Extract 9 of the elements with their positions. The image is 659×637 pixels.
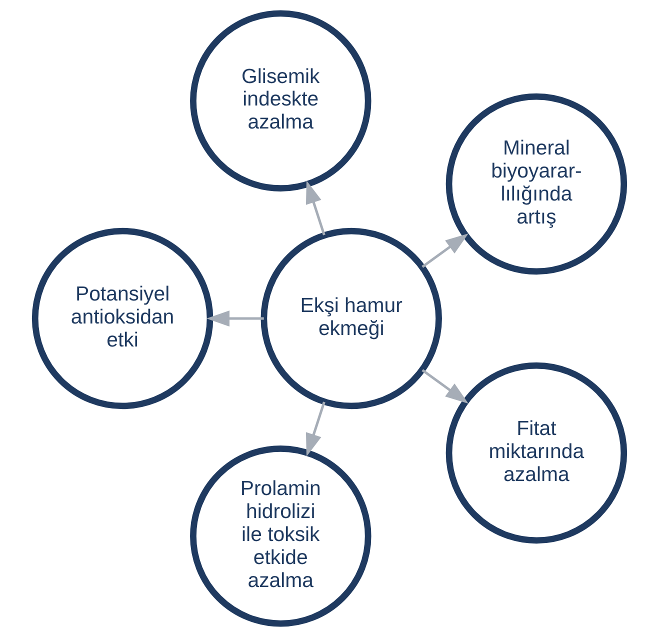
arrow <box>422 233 468 268</box>
node-circle: Ekşi hamur ekmeği <box>260 228 442 410</box>
arrow <box>422 369 468 404</box>
arrow <box>306 180 326 236</box>
arrow <box>306 402 326 456</box>
arrow <box>206 310 264 327</box>
node-circle: Prolamin hidrolizi ile toksik etkide azalma <box>190 445 372 627</box>
node-circle: Glisemik indeskte azalma <box>190 10 372 192</box>
node-circle: Potansiyel antioksidan etki <box>32 228 214 410</box>
